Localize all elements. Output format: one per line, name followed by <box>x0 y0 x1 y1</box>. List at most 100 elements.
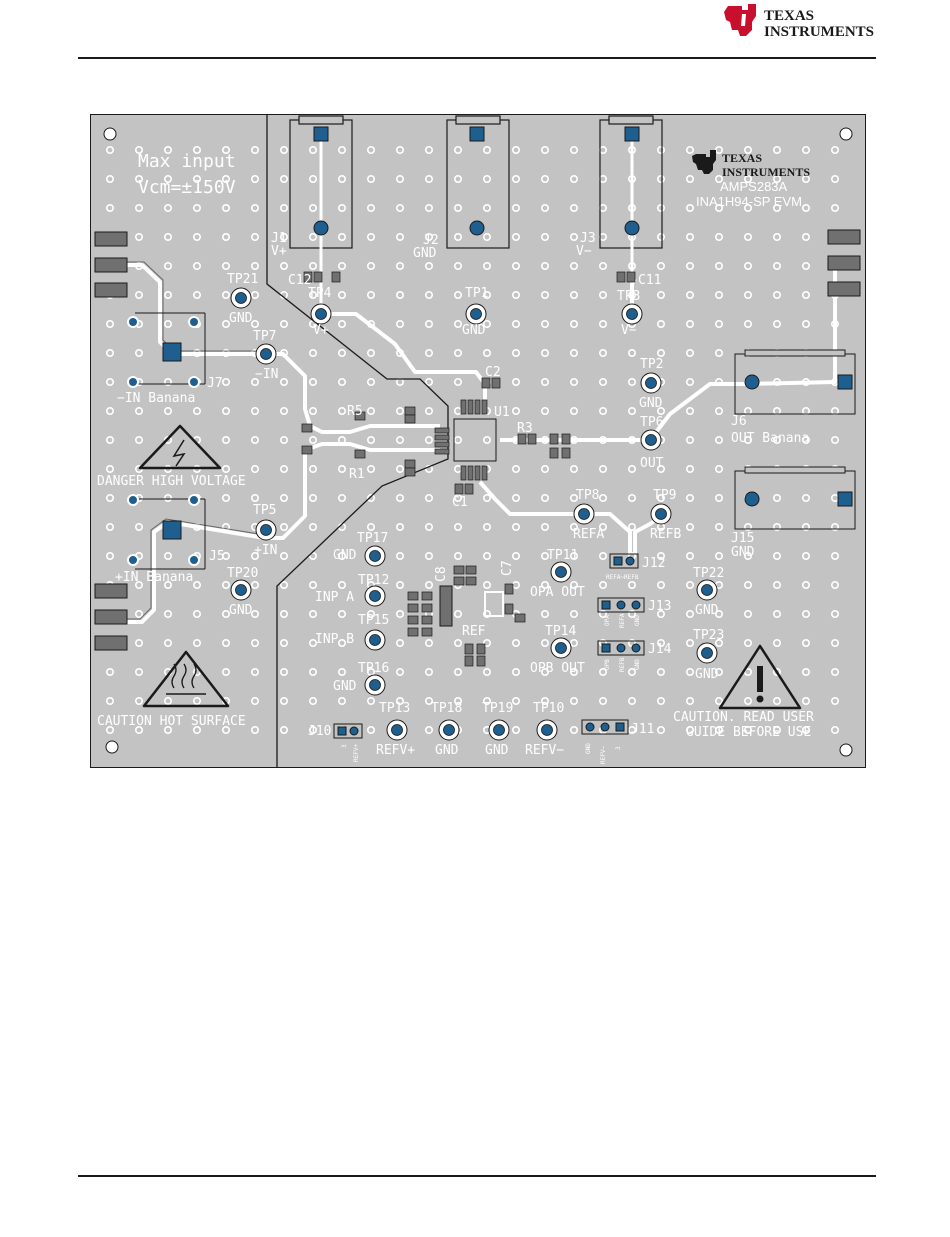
j13-label: J13 <box>648 599 671 614</box>
via <box>482 291 491 300</box>
via <box>251 145 260 154</box>
via <box>251 667 260 676</box>
via <box>338 667 347 676</box>
via <box>830 435 839 444</box>
tp17-net: GND <box>333 548 357 563</box>
via <box>366 233 375 242</box>
via <box>743 145 752 154</box>
ti-header-line1: TEXAS <box>764 8 814 24</box>
via <box>395 464 404 473</box>
danger-label: DANGER HIGH VOLTAGE <box>97 474 246 489</box>
via <box>395 551 404 560</box>
via <box>743 667 752 676</box>
via <box>714 638 723 647</box>
via <box>511 464 520 473</box>
via <box>309 725 318 734</box>
via <box>569 609 578 618</box>
via <box>424 174 433 183</box>
via <box>656 696 665 705</box>
via <box>164 725 173 734</box>
via <box>366 522 375 531</box>
via <box>309 696 318 705</box>
via <box>280 233 289 242</box>
via <box>366 667 375 676</box>
tp21-pad <box>235 292 247 304</box>
via <box>511 696 520 705</box>
via <box>801 638 810 647</box>
j11-pin1: GND <box>585 743 592 754</box>
via <box>482 233 491 242</box>
via <box>134 435 143 444</box>
via <box>251 435 260 444</box>
via <box>598 522 607 531</box>
via <box>193 580 202 589</box>
via <box>395 493 404 502</box>
via <box>772 145 781 154</box>
tp23-pad <box>701 647 713 659</box>
via <box>424 291 433 300</box>
via <box>395 320 404 329</box>
via <box>743 609 752 618</box>
via <box>743 204 752 213</box>
via <box>685 609 694 618</box>
via <box>280 435 289 444</box>
via <box>801 609 810 618</box>
via <box>598 174 607 183</box>
via <box>511 233 520 242</box>
via <box>395 406 404 415</box>
via <box>569 522 578 531</box>
tp23-net: GND <box>695 667 719 682</box>
via <box>540 145 549 154</box>
via <box>453 145 462 154</box>
via <box>134 291 143 300</box>
via <box>309 349 318 358</box>
via <box>569 493 578 502</box>
tp20-label: TP20 <box>227 566 258 581</box>
via <box>482 349 491 358</box>
j12-pins: REFA~REFB <box>606 574 639 581</box>
r1-label: R1 <box>349 467 365 482</box>
via <box>309 551 318 560</box>
tp13-pad <box>391 724 403 736</box>
j10-pin1: 3 <box>341 744 348 748</box>
via <box>453 435 462 444</box>
tp18-label: TP18 <box>431 701 462 716</box>
j15-label: J15 <box>731 531 754 546</box>
via <box>598 145 607 154</box>
via <box>280 464 289 473</box>
via <box>656 667 665 676</box>
via <box>193 145 202 154</box>
via <box>540 493 549 502</box>
via <box>772 204 781 213</box>
via <box>251 493 260 502</box>
via <box>482 262 491 271</box>
via <box>772 551 781 560</box>
via <box>453 174 462 183</box>
via <box>193 609 202 618</box>
u1-ic <box>434 399 497 481</box>
via <box>685 551 694 560</box>
via <box>830 696 839 705</box>
tp2-net: GND <box>639 396 663 411</box>
via <box>366 145 375 154</box>
via <box>656 174 665 183</box>
tp19-pad <box>493 724 505 736</box>
via <box>569 233 578 242</box>
via <box>627 493 636 502</box>
via <box>656 320 665 329</box>
via <box>569 349 578 358</box>
c2-label: C2 <box>485 365 501 380</box>
via <box>453 551 462 560</box>
tp5-label: TP5 <box>253 503 276 518</box>
j11-label: J11 <box>631 722 654 737</box>
via <box>309 435 318 444</box>
via <box>338 377 347 386</box>
j11-pin2: REFV− <box>600 746 607 764</box>
via <box>569 696 578 705</box>
via <box>164 233 173 242</box>
via <box>540 464 549 473</box>
via <box>222 725 231 734</box>
via <box>511 725 520 734</box>
via <box>134 580 143 589</box>
via <box>366 435 375 444</box>
